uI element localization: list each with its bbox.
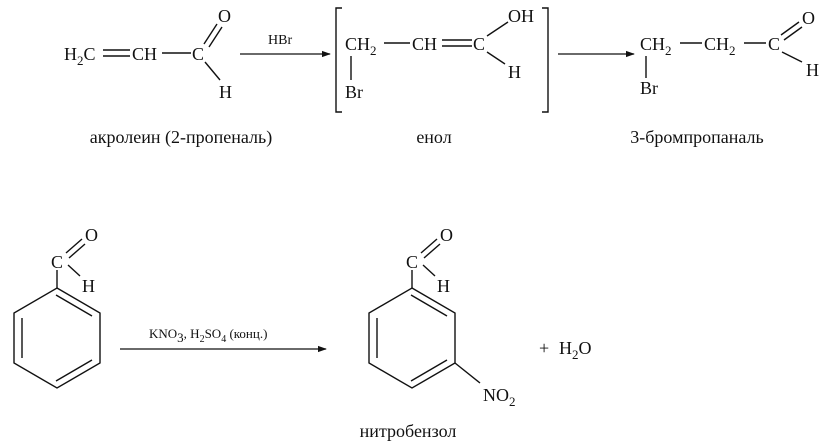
product-ch2a-label: CH2 — [640, 34, 672, 58]
benzaldehyde-inner-double-1 — [55, 294, 93, 317]
product-ch2b-label: CH2 — [704, 34, 736, 58]
bromopropanal-structure: CH2 CH2 C O H Br — [640, 8, 819, 98]
acrolein-structure: H2C CH C O H — [64, 6, 232, 102]
product-co-bond-1 — [780, 21, 800, 36]
enol-structure: CH2 CH C OH H Br — [335, 6, 549, 113]
enol-h-label: H — [508, 62, 521, 82]
product-ch-bond — [781, 51, 803, 63]
enol-c-label: C — [473, 34, 485, 54]
nitro-co-bond-1 — [420, 238, 438, 254]
nitro-inner-double-3 — [410, 359, 448, 382]
enol-co-bond — [486, 21, 509, 37]
acrolein-c-label: C — [192, 44, 204, 64]
product-h-label: H — [806, 60, 819, 80]
benzaldehyde-co-bond-2 — [68, 243, 86, 259]
benzaldehyde-ring — [13, 287, 101, 389]
reagent-nitrating-mixture: KNO3, H2SO4 (конц.) — [149, 326, 267, 345]
nitro-o-label: O — [440, 225, 453, 245]
acrolein-ch-label: CH — [132, 44, 157, 64]
nitro-no2-bond — [454, 362, 481, 384]
nitro-co-bond-2 — [423, 243, 441, 259]
product-o-label: O — [802, 8, 815, 28]
plus-sign: + — [539, 338, 549, 358]
nitro-h-label: H — [437, 276, 450, 296]
enol-ch-bond — [486, 51, 506, 65]
label-bromopropanal: 3-бромпропаналь — [630, 127, 763, 147]
nitro-ring — [368, 287, 456, 389]
acrolein-co-bond-1 — [203, 23, 218, 45]
label-nitrobenzol: нитробензол — [360, 421, 457, 441]
nitrobenzaldehyde-structure: C O H NO2 — [368, 225, 516, 409]
benzaldehyde-co-bond-1 — [65, 238, 83, 254]
nitro-inner-double-1 — [410, 294, 448, 317]
benzaldehyde-inner-double-3 — [55, 359, 93, 382]
benzaldehyde-h-label: H — [82, 276, 95, 296]
acrolein-ch-bond — [204, 61, 221, 81]
product-c-label: C — [768, 34, 780, 54]
nitro-no2-label: NO2 — [483, 385, 516, 409]
right-bracket — [542, 7, 549, 113]
acrolein-h-label: H — [219, 82, 232, 102]
product-br-label: Br — [640, 78, 658, 98]
nitro-ch-bond — [422, 264, 436, 277]
acrolein-co-bond-2 — [208, 26, 223, 48]
acrolein-o-label: O — [218, 6, 231, 26]
product-co-bond-2 — [783, 26, 803, 41]
reagent-hbr: HBr — [268, 33, 292, 48]
label-enol: енол — [416, 127, 451, 147]
benzaldehyde-o-label: O — [85, 225, 98, 245]
nitro-c-label: C — [406, 252, 418, 272]
enol-oh-label: OH — [508, 6, 534, 26]
enol-br-label: Br — [345, 82, 363, 102]
reaction-1: H2C CH C O H HBr CH2 CH C OH — [64, 6, 819, 148]
enol-ch2-label: CH2 — [345, 34, 377, 58]
benzaldehyde-ch-bond — [67, 264, 81, 277]
left-bracket — [335, 7, 342, 113]
water-formula: H2O — [559, 338, 592, 362]
enol-ch-label: CH — [412, 34, 437, 54]
acrolein-h2c-label: H2C — [64, 44, 96, 68]
benzaldehyde-structure: C O H — [13, 225, 101, 389]
label-acrolein: акролеин (2-пропеналь) — [90, 127, 272, 148]
benzaldehyde-c-label: C — [51, 252, 63, 272]
reaction-2: C O H KNO3, H2SO4 (конц.) C O H NO2 — [13, 225, 592, 441]
